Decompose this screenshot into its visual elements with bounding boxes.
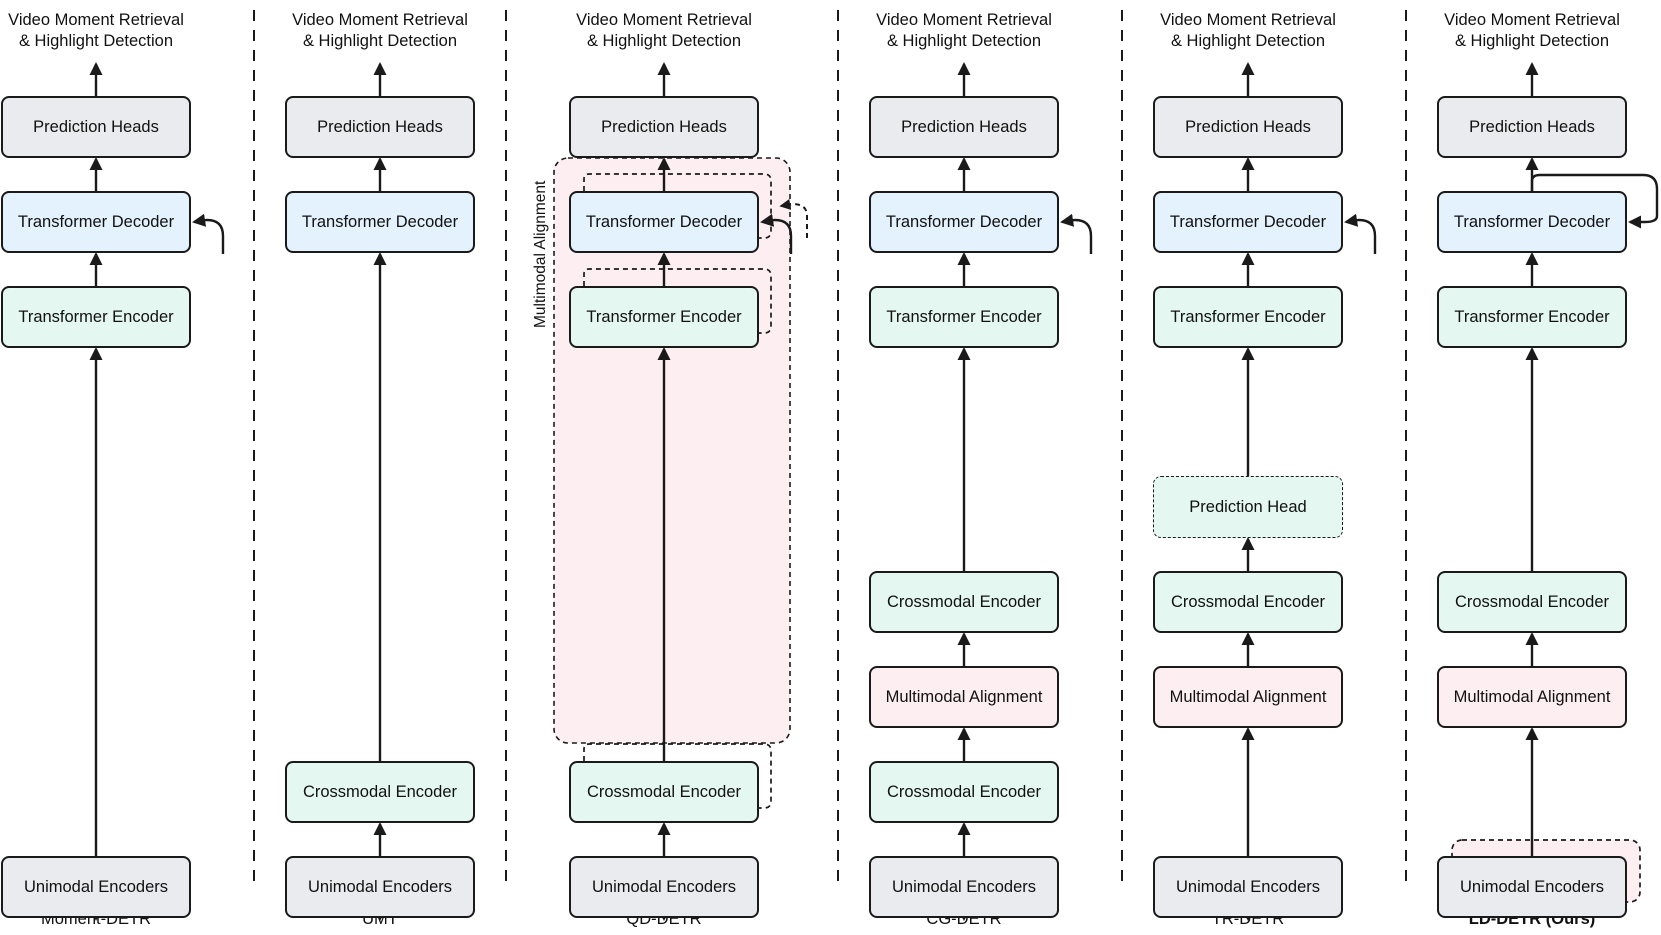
stacked-layer-outline (583, 743, 772, 809)
transformer-encoder-box: Transformer Encoder (1153, 286, 1343, 348)
crossmodal-encoder-box: Crossmodal Encoder (569, 761, 759, 823)
output-label-line: & Highlight Detection (886, 32, 1042, 50)
output-label-line: & Highlight Detection (18, 32, 174, 50)
output-label-line: & Highlight Detection (302, 32, 458, 50)
decoder-feedback-arrow (1530, 173, 1659, 229)
query-feedback-arrow (760, 213, 793, 254)
transformer-encoder-box: Transformer Encoder (869, 286, 1059, 348)
prediction-heads-box: Prediction Heads (869, 96, 1059, 158)
stacked-layer-outline (583, 268, 772, 334)
output-label: Video Moment Retrieval & Highlight Detect… (1412, 10, 1652, 52)
transformer-decoder-box: Transformer Decoder (1, 191, 191, 253)
output-label-line: & Highlight Detection (1454, 32, 1610, 50)
unimodal-encoders-box: Unimodal Encoders (1437, 856, 1627, 918)
prediction-head-box: Prediction Head (1153, 476, 1343, 538)
multimodal-alignment-box: Multimodal Alignment (1153, 666, 1343, 728)
query-feedback-arrow (1344, 213, 1377, 254)
transformer-encoder-box: Transformer Encoder (1, 286, 191, 348)
prediction-heads-box: Prediction Heads (1, 96, 191, 158)
multimodal-alignment-box: Multimodal Alignment (869, 666, 1059, 728)
multimodal-alignment-box: Multimodal Alignment (1437, 666, 1627, 728)
unimodal-encoders-box: Unimodal Encoders (1, 856, 191, 918)
unimodal-encoders-box: Unimodal Encoders (285, 856, 475, 918)
output-label-line: Video Moment Retrieval (292, 11, 468, 29)
output-label: Video Moment Retrieval & Highlight Detect… (260, 10, 500, 52)
dashed-feedback-arrow (779, 199, 808, 238)
crossmodal-encoder-box: Crossmodal Encoder (285, 761, 475, 823)
crossmodal-encoder-box: Crossmodal Encoder (1153, 571, 1343, 633)
prediction-heads-box: Prediction Heads (1437, 96, 1627, 158)
prediction-heads-box: Prediction Heads (569, 96, 759, 158)
stacked-layer-outline (583, 173, 772, 239)
unimodal-encoders-box: Unimodal Encoders (569, 856, 759, 918)
output-label-line: Video Moment Retrieval (576, 11, 752, 29)
query-feedback-arrow (192, 213, 225, 254)
crossmodal-encoder-box: Crossmodal Encoder (869, 571, 1059, 633)
transformer-decoder-box: Transformer Decoder (569, 191, 759, 253)
output-label-line: Video Moment Retrieval (1160, 11, 1336, 29)
output-label-line: & Highlight Detection (586, 32, 742, 50)
transformer-decoder-box: Transformer Decoder (869, 191, 1059, 253)
output-label-line: Video Moment Retrieval (876, 11, 1052, 29)
crossmodal-encoder-box: Crossmodal Encoder (869, 761, 1059, 823)
crossmodal-encoder-box: Crossmodal Encoder (1437, 571, 1627, 633)
output-label: Video Moment Retrieval & Highlight Detect… (0, 10, 216, 52)
transformer-decoder-box: Transformer Decoder (1153, 191, 1343, 253)
prediction-heads-box: Prediction Heads (285, 96, 475, 158)
transformer-decoder-box: Transformer Decoder (285, 191, 475, 253)
query-feedback-arrow (1060, 213, 1093, 254)
output-label: Video Moment Retrieval & Highlight Detect… (1128, 10, 1368, 52)
output-label: Video Moment Retrieval & Highlight Detect… (844, 10, 1084, 52)
transformer-decoder-box: Transformer Decoder (1437, 191, 1627, 253)
transformer-encoder-box: Transformer Encoder (1437, 286, 1627, 348)
output-label: Video Moment Retrieval & Highlight Detect… (544, 10, 784, 52)
output-label-line: Video Moment Retrieval (8, 11, 184, 29)
transformer-encoder-box: Transformer Encoder (569, 286, 759, 348)
output-label-line: Video Moment Retrieval (1444, 11, 1620, 29)
multimodal-alignment-group-label: Multimodal Alignment (532, 180, 549, 328)
unimodal-encoders-box: Unimodal Encoders (869, 856, 1059, 918)
prediction-heads-box: Prediction Heads (1153, 96, 1343, 158)
output-label-line: & Highlight Detection (1170, 32, 1326, 50)
unimodal-encoders-box: Unimodal Encoders (1153, 856, 1343, 918)
